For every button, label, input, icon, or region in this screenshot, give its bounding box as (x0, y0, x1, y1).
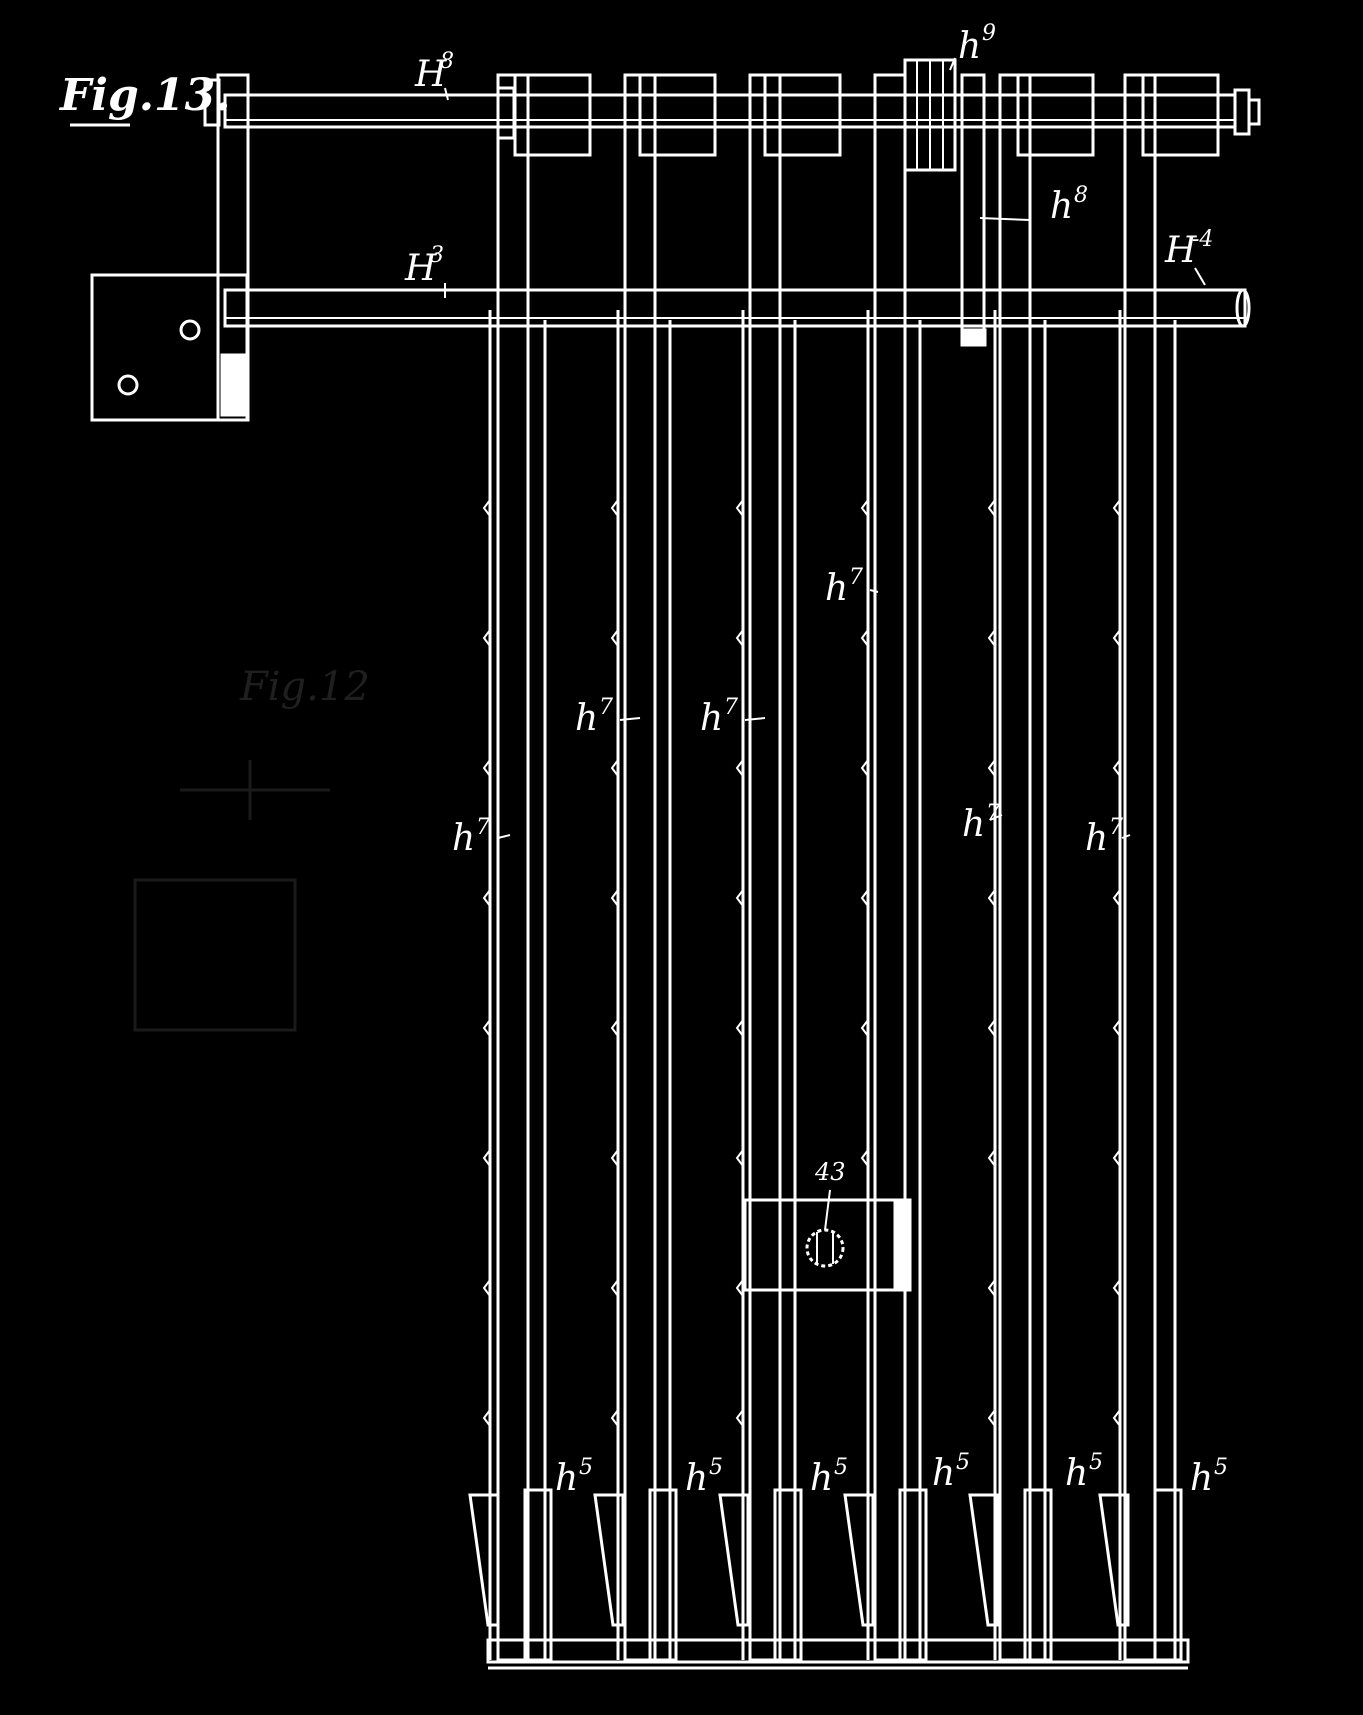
figure-title: Fig.13. (58, 70, 231, 127)
label-h5-6-base: h (1190, 1458, 1213, 1499)
label-h5-5-base: h (1065, 1453, 1088, 1494)
vertical-bars-h7 (488, 73, 1177, 1662)
label-h7-e-sup: 7 (986, 801, 1000, 826)
label-h5-4-sup: 5 (956, 1450, 970, 1475)
upper-hubs (496, 73, 1220, 157)
ghost-box (133, 878, 297, 1032)
notches (482, 499, 1121, 1427)
label-h5-5-sup: 5 (1089, 1450, 1103, 1475)
label-H4-sup: -4 (1192, 227, 1213, 252)
label-h5-4-base: h (932, 1453, 955, 1494)
label-H8-base: H (414, 54, 447, 95)
label-h5-1-base: h (555, 1458, 578, 1499)
label-h5-6-sup: 5 (1214, 1455, 1228, 1480)
label-h5-2-sup: 5 (709, 1455, 723, 1480)
label-h7-d-base: h (452, 818, 475, 859)
label-h8-base: h (1050, 186, 1073, 227)
label-h5-2-base: h (685, 1458, 708, 1499)
pulley-h9 (903, 58, 987, 347)
bracket-plate (90, 73, 250, 422)
bottom-feet-h5 (468, 1488, 1190, 1670)
label-h7-f-base: h (1085, 818, 1108, 859)
figure-title-text: Fig.13. (58, 70, 231, 121)
label-h9-sup: 9 (982, 21, 996, 46)
label-h5-3-sup: 5 (834, 1455, 848, 1480)
label-h7-e-base: h (962, 804, 985, 845)
label-H4-base: H (1164, 230, 1197, 271)
upper-shaft-h8 (223, 88, 1261, 136)
label-h7-b-sup: 7 (599, 695, 613, 720)
label-h8-sup: 8 (1074, 183, 1088, 208)
lower-shaft-h3 (223, 288, 1251, 328)
label-H3-sup: 3 (430, 243, 444, 268)
block-43 (743, 1189, 912, 1292)
bolt-hole (179, 319, 201, 341)
label-h7-c-base: h (700, 698, 723, 739)
label-h7-f-sup: 7 (1109, 815, 1123, 840)
label-H8-sup: 8 (440, 49, 454, 74)
label-h7-a-sup: 7 (849, 565, 863, 590)
ghost-fig12-title: Fig.12 (239, 664, 370, 710)
label-h7-a-base: h (825, 568, 848, 609)
label-43: 43 (814, 1158, 846, 1186)
bolt-hole (117, 374, 139, 396)
label-h9-base: h (958, 26, 981, 67)
label-h5-3-base: h (810, 1458, 833, 1499)
label-h7-b-base: h (575, 698, 598, 739)
labels: H 8 H 3 H -4 h 9 h 8 h 7 h 7 h 7 h 7 h 7… (404, 21, 1228, 1499)
label-h5-1-sup: 5 (579, 1455, 593, 1480)
ghost-fig12: Fig.12 (133, 664, 370, 1032)
label-H3-base: H (404, 248, 437, 289)
label-h7-d-sup: 7 (476, 815, 490, 840)
label-h7-c-sup: 7 (724, 695, 738, 720)
leader-lines (444, 57, 1206, 839)
